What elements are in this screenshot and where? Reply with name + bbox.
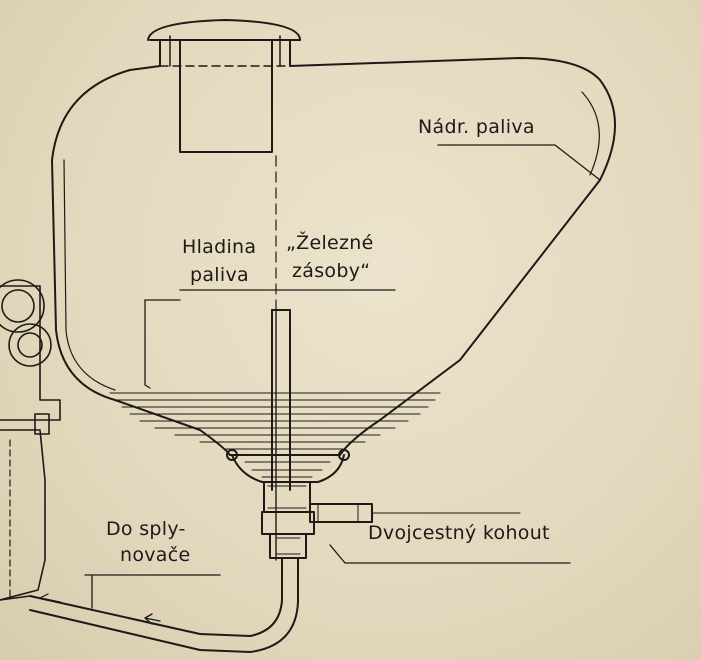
label-tank: Nádr. paliva xyxy=(418,116,535,138)
label-valve: Dvojcestný kohout xyxy=(368,522,550,544)
two-way-valve xyxy=(261,481,521,559)
label-carburetor-line1: Do sply- xyxy=(106,518,186,540)
label-level-line1: Hladina xyxy=(182,236,257,258)
reserve-standpipe xyxy=(271,155,291,561)
label-reserve-line2: zásoby“ xyxy=(292,260,371,282)
tank-outline xyxy=(51,57,616,456)
filler-neck xyxy=(147,19,301,153)
fuel-level xyxy=(109,392,441,450)
leader-lines xyxy=(84,144,601,609)
label-carburetor-line2: novače xyxy=(120,544,191,566)
label-level-line2: paliva xyxy=(190,264,249,286)
engine-block xyxy=(0,279,61,601)
fuel-line xyxy=(29,557,299,653)
label-reserve-line1: „Železné xyxy=(286,232,374,254)
